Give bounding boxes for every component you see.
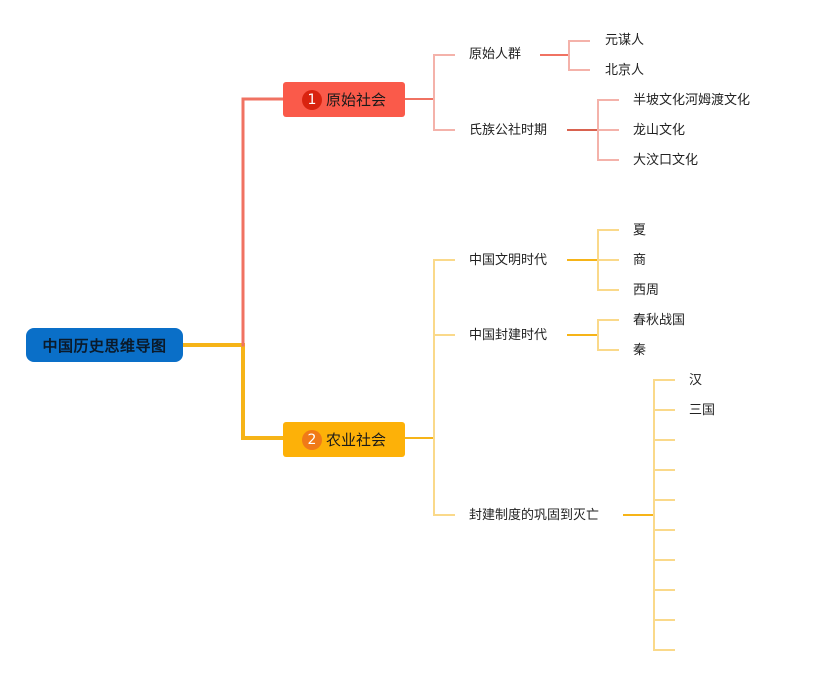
- number-badge-icon: 2: [301, 429, 322, 450]
- leaf-node[interactable]: 秦: [633, 342, 646, 360]
- branch-node-agricultural-society[interactable]: 2 农业社会: [283, 422, 405, 457]
- root-node-label: 中国历史思维导图: [42, 336, 167, 355]
- leaf-node[interactable]: 三国: [689, 402, 715, 420]
- leaf-label: 龙山文化: [633, 123, 686, 138]
- subtopic-label: 氏族公社时期: [469, 123, 548, 138]
- branch-node-primitive-society[interactable]: 1 原始社会: [283, 82, 405, 117]
- leaf-node[interactable]: 商: [633, 252, 646, 270]
- subtopic-label: 封建制度的巩固到灭亡: [469, 508, 600, 523]
- leaf-label: 汉: [689, 373, 703, 388]
- leaf-label: 北京人: [605, 63, 645, 78]
- leaf-label: 西周: [633, 283, 660, 298]
- leaf-node[interactable]: 春秋战国: [633, 312, 685, 330]
- leaf-label: 大汶口文化: [633, 153, 699, 168]
- subtopic-civilization-era[interactable]: 中国文明时代: [469, 252, 547, 270]
- subtopic-label: 中国封建时代: [469, 328, 548, 343]
- leaf-node[interactable]: 元谋人: [605, 32, 644, 50]
- branch-node-label: 原始社会: [325, 91, 386, 109]
- leaf-node[interactable]: 西周: [633, 282, 659, 300]
- number-badge-icon: 1: [301, 89, 322, 110]
- leaf-label: 元谋人: [605, 33, 645, 48]
- leaf-label: 春秋战国: [633, 313, 686, 328]
- leaf-node[interactable]: 大汶口文化: [633, 152, 698, 170]
- leaf-label: 三国: [689, 403, 716, 418]
- leaf-label: 秦: [633, 343, 647, 358]
- leaf-label: 夏: [633, 223, 647, 238]
- subtopic-feudal-consolidation[interactable]: 封建制度的巩固到灭亡: [469, 507, 599, 525]
- leaf-node[interactable]: 龙山文化: [633, 122, 685, 140]
- leaf-label: 半坡文化河姆渡文化: [633, 93, 751, 108]
- leaf-node[interactable]: 北京人: [605, 62, 644, 80]
- leaf-label: 商: [633, 253, 647, 268]
- leaf-node[interactable]: 夏: [633, 222, 646, 240]
- leaf-node[interactable]: 汉: [689, 372, 702, 390]
- subtopic-feudal-era[interactable]: 中国封建时代: [469, 327, 547, 345]
- subtopic-label: 原始人群: [469, 47, 522, 62]
- subtopic-primitive-groups[interactable]: 原始人群: [469, 46, 521, 64]
- root-node[interactable]: 中国历史思维导图: [26, 328, 183, 362]
- subtopic-label: 中国文明时代: [469, 253, 548, 268]
- branch-node-label: 农业社会: [325, 431, 386, 449]
- leaf-node[interactable]: 半坡文化河姆渡文化: [633, 92, 750, 110]
- subtopic-clan-commune[interactable]: 氏族公社时期: [469, 122, 547, 140]
